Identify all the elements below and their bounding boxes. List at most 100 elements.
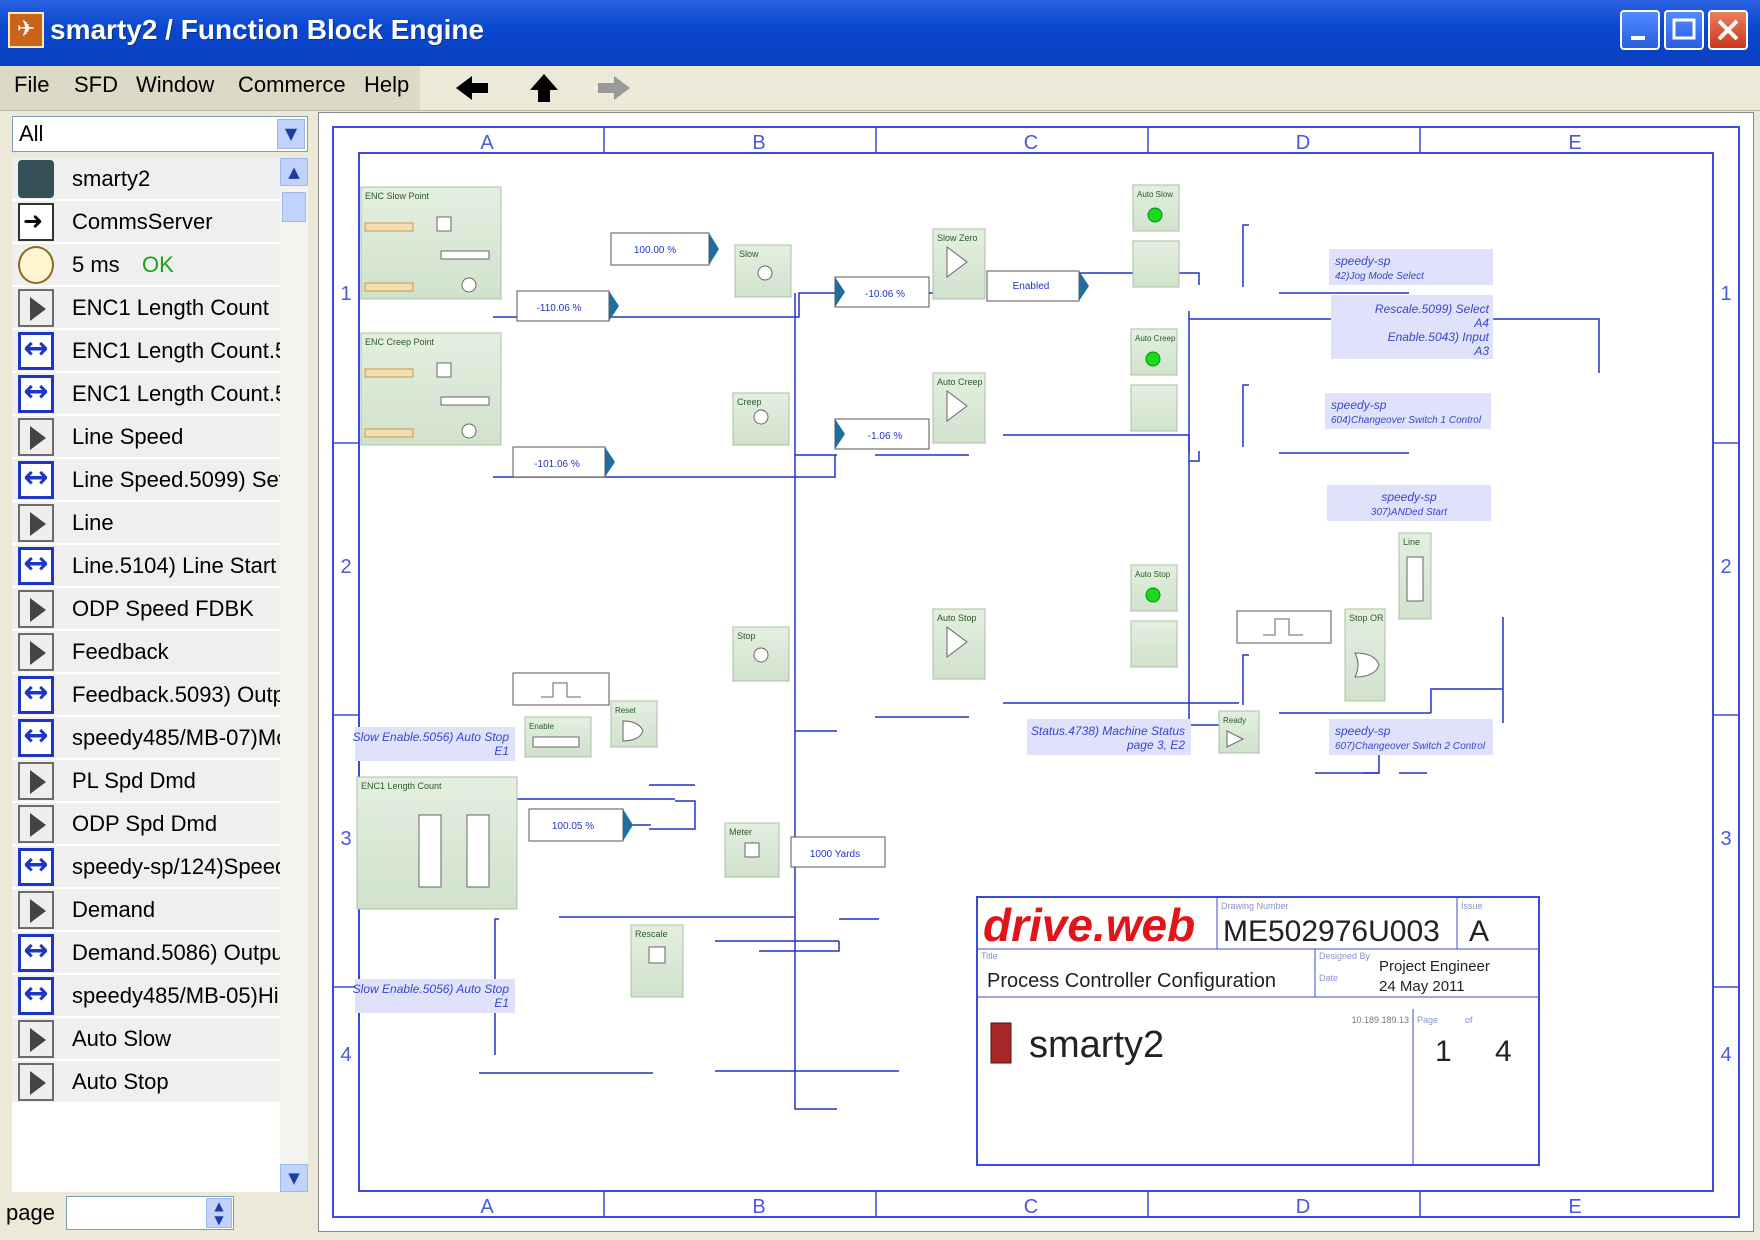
list-item[interactable]: ENC1 Length Count.5 xyxy=(12,373,280,417)
value-box[interactable] xyxy=(986,270,1080,302)
maximize-button[interactable] xyxy=(1664,10,1704,50)
connector-label[interactable] xyxy=(1329,719,1493,755)
device-icon xyxy=(18,160,54,198)
value-box[interactable] xyxy=(610,232,710,266)
connector-label[interactable] xyxy=(1325,393,1491,429)
list-item[interactable]: Auto Stop xyxy=(12,1061,280,1105)
connector-label[interactable] xyxy=(1327,485,1491,521)
list-item[interactable]: speedy-sp/124)Speed xyxy=(12,846,280,890)
connector-label[interactable] xyxy=(1027,719,1191,755)
and-gate-slow[interactable] xyxy=(1132,240,1180,288)
connector-label[interactable] xyxy=(1331,295,1493,359)
list-scrollbar[interactable]: ▲ ▼ xyxy=(280,158,308,1192)
list-item-label: ODP Spd Dmd xyxy=(72,811,218,836)
block-enable[interactable]: Enable xyxy=(524,716,592,758)
connector-label[interactable] xyxy=(355,727,515,761)
list-item[interactable]: ENC1 Length Count xyxy=(12,287,280,331)
menu-sfd[interactable]: SFD xyxy=(74,72,118,97)
ip-address: 10.189.189.13 xyxy=(1351,1015,1409,1025)
connector-text: 607)Changeover Switch 2 Control xyxy=(1335,741,1486,752)
block-rescale[interactable]: Rescale xyxy=(630,924,684,998)
list-item[interactable]: Line.5104) Line Start xyxy=(12,545,280,589)
connector-text: Slow Enable.5056) Auto Stop xyxy=(353,982,510,996)
block-auto-stop[interactable]: Auto Stop xyxy=(932,608,986,680)
connector-text: speedy-sp xyxy=(1331,398,1387,412)
input-arrow-icon xyxy=(835,277,845,307)
block-enc-creep-point[interactable]: ENC Creep Point xyxy=(360,332,502,446)
list-item[interactable]: smarty2 xyxy=(12,158,280,202)
filter-combo[interactable]: All ▼ xyxy=(12,116,308,152)
value-box[interactable] xyxy=(790,836,886,868)
menu-window[interactable]: Window xyxy=(136,72,215,97)
block-ready[interactable]: Ready xyxy=(1218,710,1260,754)
list-item[interactable]: Demand xyxy=(12,889,280,933)
list-item[interactable]: Line xyxy=(12,502,280,546)
block-auto-creep[interactable]: Auto Creep xyxy=(932,372,986,444)
list-item[interactable]: ENC1 Length Count.5 xyxy=(12,330,280,374)
block-title: Creep xyxy=(737,397,762,407)
list-item[interactable]: PL Spd Dmd xyxy=(12,760,280,804)
connector-label[interactable] xyxy=(1329,249,1493,285)
col-label-top: A xyxy=(480,132,494,154)
list-item[interactable]: speedy485/MB-05)HiF xyxy=(12,975,280,1019)
scroll-thumb[interactable] xyxy=(282,192,306,222)
list-item-label: ENC1 Length Count.5 xyxy=(72,381,280,406)
and-gate-stop[interactable] xyxy=(1130,620,1178,668)
value-box[interactable] xyxy=(516,290,610,322)
list-item-label: Feedback xyxy=(72,639,169,664)
menu-file[interactable]: File xyxy=(14,72,50,97)
list-item-label: Auto Stop xyxy=(72,1069,169,1094)
block-creep[interactable]: Creep xyxy=(732,392,790,446)
chevron-down-icon[interactable]: ▼ xyxy=(277,119,305,149)
menu-commerce[interactable]: Commerce xyxy=(238,72,346,97)
connector-label[interactable] xyxy=(355,979,515,1013)
list-item[interactable]: Feedback.5093) Outp xyxy=(12,674,280,718)
block-line[interactable]: Line xyxy=(1398,532,1432,620)
value-box[interactable] xyxy=(528,808,624,842)
list-item[interactable]: speedy485/MB-07)Mo xyxy=(12,717,280,761)
block-enc1-length-count[interactable]: ENC1 Length Count xyxy=(356,776,518,910)
list-item[interactable]: Demand.5086) Outpu xyxy=(12,932,280,976)
value-box[interactable] xyxy=(834,418,930,450)
back-arrow-icon[interactable] xyxy=(454,72,490,104)
col-label-top: B xyxy=(752,132,765,154)
value-box[interactable] xyxy=(512,446,606,478)
value-box[interactable] xyxy=(834,276,930,308)
block-meter[interactable]: Meter xyxy=(724,822,780,878)
lamp-auto-stop: Auto Stop xyxy=(1130,564,1178,612)
comms-icon xyxy=(18,203,54,241)
and-gate-creep[interactable] xyxy=(1130,384,1178,432)
block-slow-zero[interactable]: Slow Zero xyxy=(932,228,986,300)
close-button[interactable] xyxy=(1708,10,1748,50)
device-name: smarty2 xyxy=(1029,1024,1164,1066)
list-item[interactable]: Feedback xyxy=(12,631,280,675)
block-slow[interactable]: Slow xyxy=(734,244,792,298)
block-stop-or[interactable]: Stop OR xyxy=(1344,608,1386,702)
title-label: Title xyxy=(981,951,998,961)
list-item[interactable]: ODP Speed FDBK xyxy=(12,588,280,632)
page-spinner-icon[interactable]: ▲▼ xyxy=(206,1198,232,1228)
block-reset[interactable]: Reset xyxy=(610,700,658,748)
connector-text: 604)Changeover Switch 1 Control xyxy=(1331,415,1482,426)
menu-help[interactable]: Help xyxy=(364,72,410,97)
list-item[interactable]: ODP Spd Dmd xyxy=(12,803,280,847)
block-stop[interactable]: Stop xyxy=(732,626,790,682)
minimize-button[interactable] xyxy=(1620,10,1660,50)
sfd-canvas[interactable]: A B C D E A B C D E 1 2 3 4 1 2 3 4 xyxy=(318,112,1754,1232)
timer-icon xyxy=(18,246,54,284)
up-arrow-icon[interactable] xyxy=(526,72,562,104)
scroll-down-icon[interactable]: ▼ xyxy=(280,1164,308,1192)
scroll-up-icon[interactable]: ▲ xyxy=(280,158,308,186)
block-enc-slow-point[interactable]: ENC Slow Point xyxy=(360,186,502,300)
list-item[interactable]: CommsServer xyxy=(12,201,280,245)
list-item[interactable]: Auto Slow xyxy=(12,1018,280,1062)
list-item[interactable]: Line Speed xyxy=(12,416,280,460)
lamp-auto-creep: Auto Creep xyxy=(1130,328,1178,376)
arrow-icon xyxy=(18,933,54,972)
of-label: of xyxy=(1465,1015,1473,1025)
forward-arrow-icon[interactable] xyxy=(596,72,632,104)
list-item[interactable]: Line Speed.5099) Set xyxy=(12,459,280,503)
page-selector: page 1 ▲▼ xyxy=(6,1194,308,1230)
